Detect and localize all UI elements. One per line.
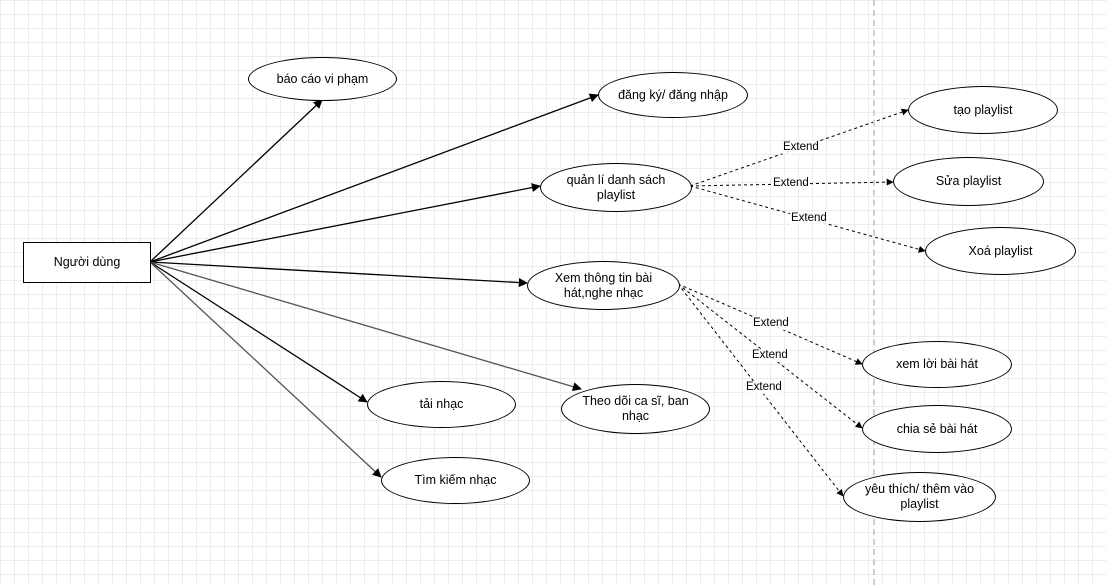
extend-label-create-playlist: Extend (782, 141, 820, 154)
edge-actor-manage-playlist (149, 183, 541, 263)
edge-actor-download (149, 261, 368, 403)
use-case-share[interactable]: chia sẻ bài hát (862, 405, 1012, 453)
use-case-favorite[interactable]: yêu thích/ thêm vào playlist (843, 472, 996, 522)
use-case-lyrics[interactable]: xem lời bài hát (862, 341, 1012, 388)
extend-label-edit-playlist: Extend (772, 177, 810, 190)
use-case-label: yêu thích/ thêm vào playlist (864, 482, 975, 511)
edge-actor-view-song (149, 261, 528, 288)
use-case-follow[interactable]: Theo dõi ca sĩ, ban nhạc (561, 384, 710, 434)
edge-actor-register-login (149, 93, 599, 263)
extend-label-lyrics: Extend (752, 317, 790, 330)
use-case-label: Sửa playlist (935, 174, 1002, 188)
use-case-label: tải nhạc (419, 397, 464, 411)
actor-nguoi-dung[interactable]: Người dùng (23, 242, 151, 283)
extend-label-delete-playlist: Extend (790, 212, 828, 225)
use-case-label: Xem thông tin bài hát,nghe nhạc (554, 270, 653, 300)
edge-actor-report (149, 99, 323, 263)
swimlane-divider (873, 0, 875, 585)
use-case-label: đăng ký/ đăng nhập (618, 87, 728, 102)
actor-label: Người dùng (53, 255, 121, 269)
use-case-download[interactable]: tải nhạc (367, 381, 516, 428)
use-case-label: Tìm kiếm nhạc (414, 473, 497, 487)
use-case-label: xem lời bài hát (896, 357, 978, 371)
use-case-label: tạo playlist (953, 102, 1013, 117)
edge-actor-follow (149, 261, 582, 392)
use-case-label: chia sẻ bài hát (896, 421, 978, 436)
edge-actor-search (149, 261, 382, 478)
use-case-delete-playlist[interactable]: Xoá playlist (925, 227, 1076, 275)
use-case-create-playlist[interactable]: tạo playlist (908, 86, 1058, 134)
use-case-report[interactable]: báo cáo vi phạm (248, 57, 397, 101)
use-case-label: báo cáo vi phạm (276, 71, 369, 86)
extend-label-share: Extend (751, 349, 789, 362)
edge-extend-edit-playlist (689, 178, 894, 187)
use-case-label: Theo dõi ca sĩ, ban nhạc (582, 394, 689, 423)
use-case-manage-playlist[interactable]: quản lí danh sách playlist (540, 163, 692, 212)
use-case-view-song[interactable]: Xem thông tin bài hát,nghe nhạc (527, 261, 680, 310)
use-case-edit-playlist[interactable]: Sửa playlist (893, 157, 1044, 206)
use-case-register-login[interactable]: đăng ký/ đăng nhập (598, 72, 748, 118)
use-case-label: Xoá playlist (968, 243, 1033, 258)
use-case-search[interactable]: Tìm kiếm nhạc (381, 457, 530, 504)
extend-label-favorite: Extend (745, 381, 783, 394)
use-case-label: quản lí danh sách playlist (566, 172, 666, 202)
